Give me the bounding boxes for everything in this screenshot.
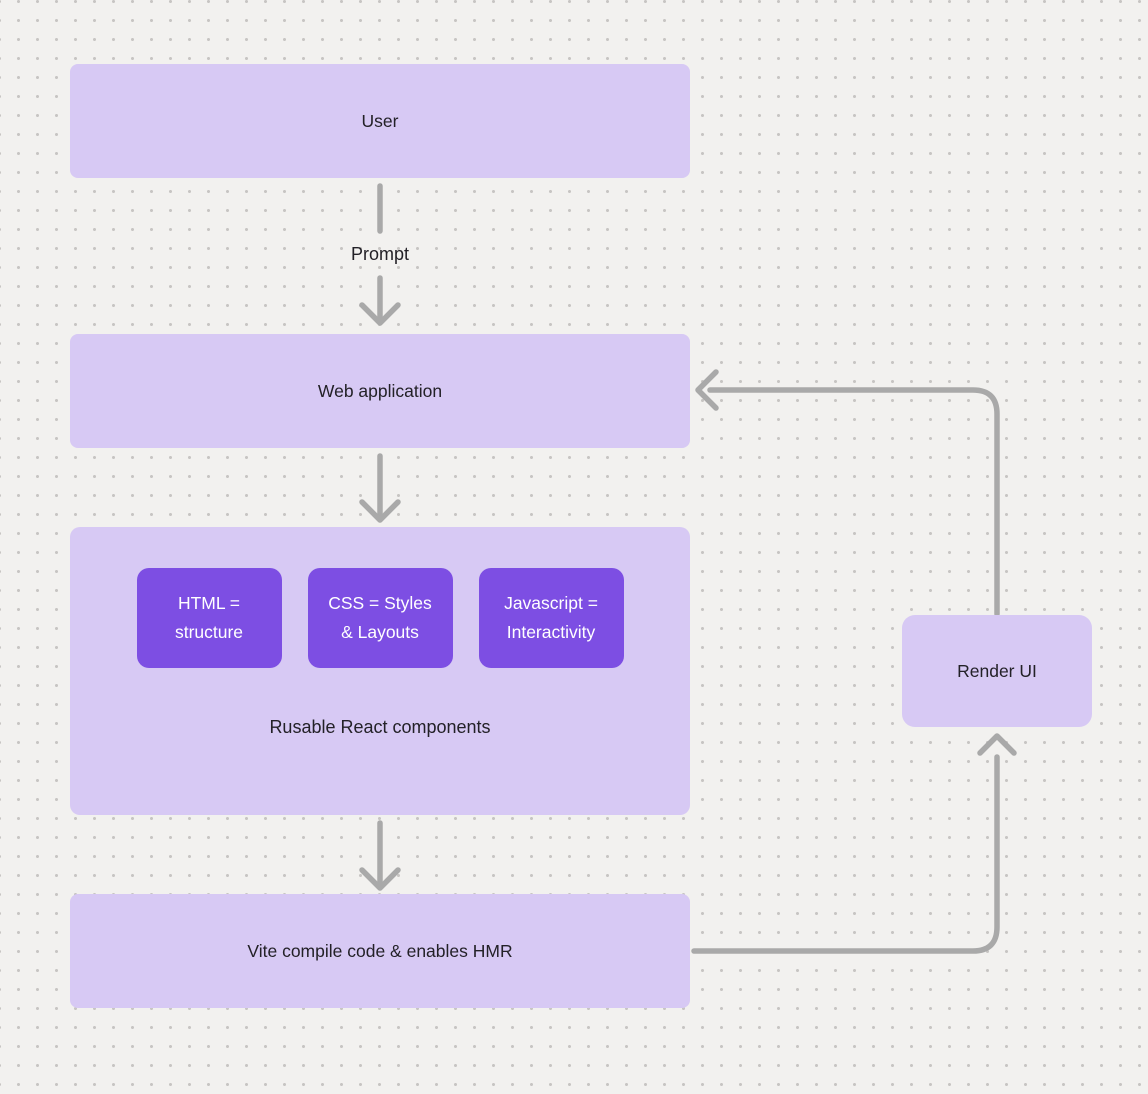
node-render-ui[interactable]: Render UI xyxy=(902,615,1092,727)
node-html-label: HTML = structure xyxy=(174,593,244,642)
arrow-renderui-to-webapp xyxy=(707,387,1000,617)
arrowhead-up-renderui xyxy=(977,733,1017,756)
node-css-label: CSS = Styles & Layouts xyxy=(328,593,432,642)
node-css[interactable]: CSS = Styles & Layouts xyxy=(307,568,453,668)
arrow-vite-to-renderui xyxy=(691,754,1000,954)
node-javascript[interactable]: Javascript = Interactivity xyxy=(478,568,624,668)
node-vite[interactable]: Vite compile code & enables HMR xyxy=(70,894,690,1008)
arrowhead-down-components xyxy=(359,499,401,523)
node-vite-label: Vite compile code & enables HMR xyxy=(247,940,513,961)
node-web-application-label: Web application xyxy=(317,380,443,401)
node-user-label: User xyxy=(361,110,399,131)
node-render-ui-label: Render UI xyxy=(957,660,1037,681)
node-user[interactable]: User xyxy=(70,64,690,178)
node-components-group[interactable]: HTML = structure CSS = Styles & Layouts … xyxy=(70,527,690,815)
node-javascript-label: Javascript = Interactivity xyxy=(504,593,598,642)
component-row: HTML = structure CSS = Styles & Layouts … xyxy=(70,568,690,668)
components-group-caption: Rusable React components xyxy=(269,717,491,737)
arrowhead-down-webapp xyxy=(359,302,401,326)
node-web-application[interactable]: Web application xyxy=(70,334,690,448)
arrowhead-down-vite xyxy=(359,867,401,891)
arrowhead-left-webapp xyxy=(695,369,719,411)
node-html[interactable]: HTML = structure xyxy=(136,568,282,668)
edge-label-prompt: Prompt xyxy=(350,244,410,264)
